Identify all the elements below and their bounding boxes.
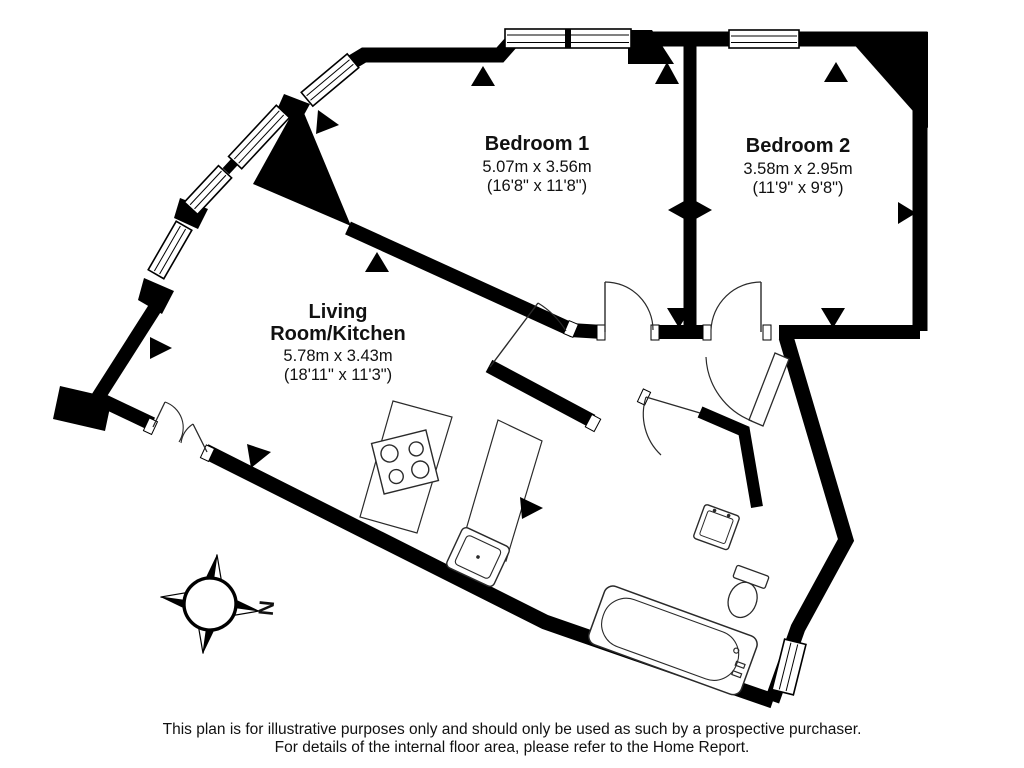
arrow-marker [655,62,679,84]
arrow-marker [694,200,712,220]
bedroom1-title: Bedroom 1 [485,133,589,155]
arrow-marker [316,110,339,134]
measurement-arrows [150,62,916,519]
bedroom1-metric: 5.07m x 3.56m [482,158,591,176]
window-bathroom [771,638,807,696]
door-living-room [489,302,602,433]
bathroom-fixtures [588,504,770,696]
bedroom2-imperial: (11'9" x 9'8") [752,179,843,197]
door-french [142,401,216,463]
disclaimer-line2: For details of the internal floor area, … [275,739,750,756]
kitchen-sink [446,527,510,587]
compass-circle [182,576,238,632]
arrow-marker [668,200,686,220]
room-labels: Bedroom 1 5.07m x 3.56m (16'8" x 11'8") … [270,133,852,384]
bedroom2-title: Bedroom 2 [746,135,850,157]
wall-bay-triangle [253,101,351,226]
kitchen-hob [370,429,440,495]
arrow-marker [471,66,495,86]
wall-diagonal-bed1 [345,221,575,337]
kitchen-fixtures [359,400,543,587]
window-bed2-top [728,29,800,49]
toilet [727,564,770,619]
living-metric: 5.78m x 3.43m [283,347,392,365]
living-title-line2: Room/Kitchen [270,323,406,345]
wall-step [628,30,674,64]
window-bed1-top [504,28,632,49]
living-imperial: (18'11" x 11'3") [284,366,392,384]
wall-bathroom-stub [697,406,763,509]
disclaimer: This plan is for illustrative purposes o… [163,721,862,756]
arrow-marker [520,497,543,519]
door-bathroom [636,388,701,456]
wall-bed1-top [340,33,521,74]
bedroom2-metric: 3.58m x 2.95m [743,160,852,178]
wall-diagonal-hall [485,359,596,428]
walls [53,30,928,709]
door-bedroom2 [702,281,772,341]
disclaimer-line1: This plan is for illustrative purposes o… [163,721,862,738]
arrow-marker [667,308,691,328]
arrow-marker [247,444,271,468]
arrow-marker [150,337,172,359]
compass-north-label: N [253,599,277,616]
wall-chamfer [843,32,928,128]
arrow-marker [365,252,389,272]
arrow-marker [824,62,848,82]
window-bay-3 [183,164,233,216]
windows [147,28,807,696]
door-cupboard [705,352,790,427]
bathroom-sink [693,504,740,551]
compass-rose: N [160,554,278,654]
living-title-line1: Living [309,301,368,323]
window-bay-4 [147,220,193,280]
door-bedroom1 [596,281,660,341]
bath-tub [588,585,758,696]
wall-corner-block [53,386,112,431]
arrow-marker [898,202,916,224]
window-bay-2 [227,104,291,170]
window-bay-1 [300,52,360,108]
kitchen-counter-wall [462,419,543,562]
doors [142,281,790,463]
wall-bay-elbow-3 [138,278,174,314]
bedroom1-imperial: (16'8" x 11'8") [487,177,587,195]
arrow-marker [821,308,845,328]
wall-left-steep [91,293,168,403]
